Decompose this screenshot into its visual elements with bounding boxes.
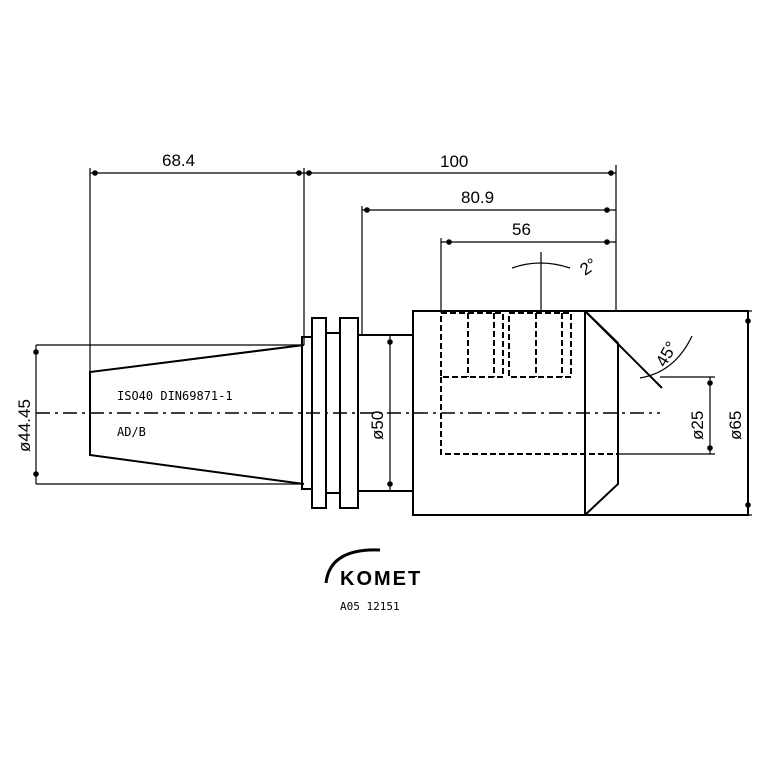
angle-arc-45deg [639,335,693,379]
logo-part-number: A05 12151 [340,600,400,613]
chamfer-diag [584,310,663,389]
hidden-lines [440,312,618,455]
bore-hidden [440,377,618,455]
standard-note: ISO40 DIN69871-1 [117,389,233,403]
dim-length-bore: 56 [512,220,531,239]
dim-length-total: 100 [440,152,468,171]
dim-dia-bore: ø25 [688,411,707,440]
dim-dia-body: ø65 [726,411,745,440]
form-note: AD/B [117,425,146,439]
angle-callouts [511,252,693,379]
extension-lines [36,165,752,516]
dim-angle-small: 2° [576,254,600,279]
taper-shank [89,344,305,485]
dim-length-body: 80.9 [461,188,494,207]
dim-dia-taper: ø44.45 [15,399,34,452]
dim-dia-neck: ø50 [368,411,387,440]
dim-angle-chamfer: 45° [652,338,681,370]
dimension-lines [33,170,751,515]
komet-logo: KOMET A05 12151 [324,548,422,613]
thread-pocket-1 [440,312,504,378]
thread-pocket-2 [508,312,572,378]
dim-length-taper: 68.4 [162,151,195,170]
logo-arc [324,548,381,584]
logo-brand: KOMET [340,568,422,590]
